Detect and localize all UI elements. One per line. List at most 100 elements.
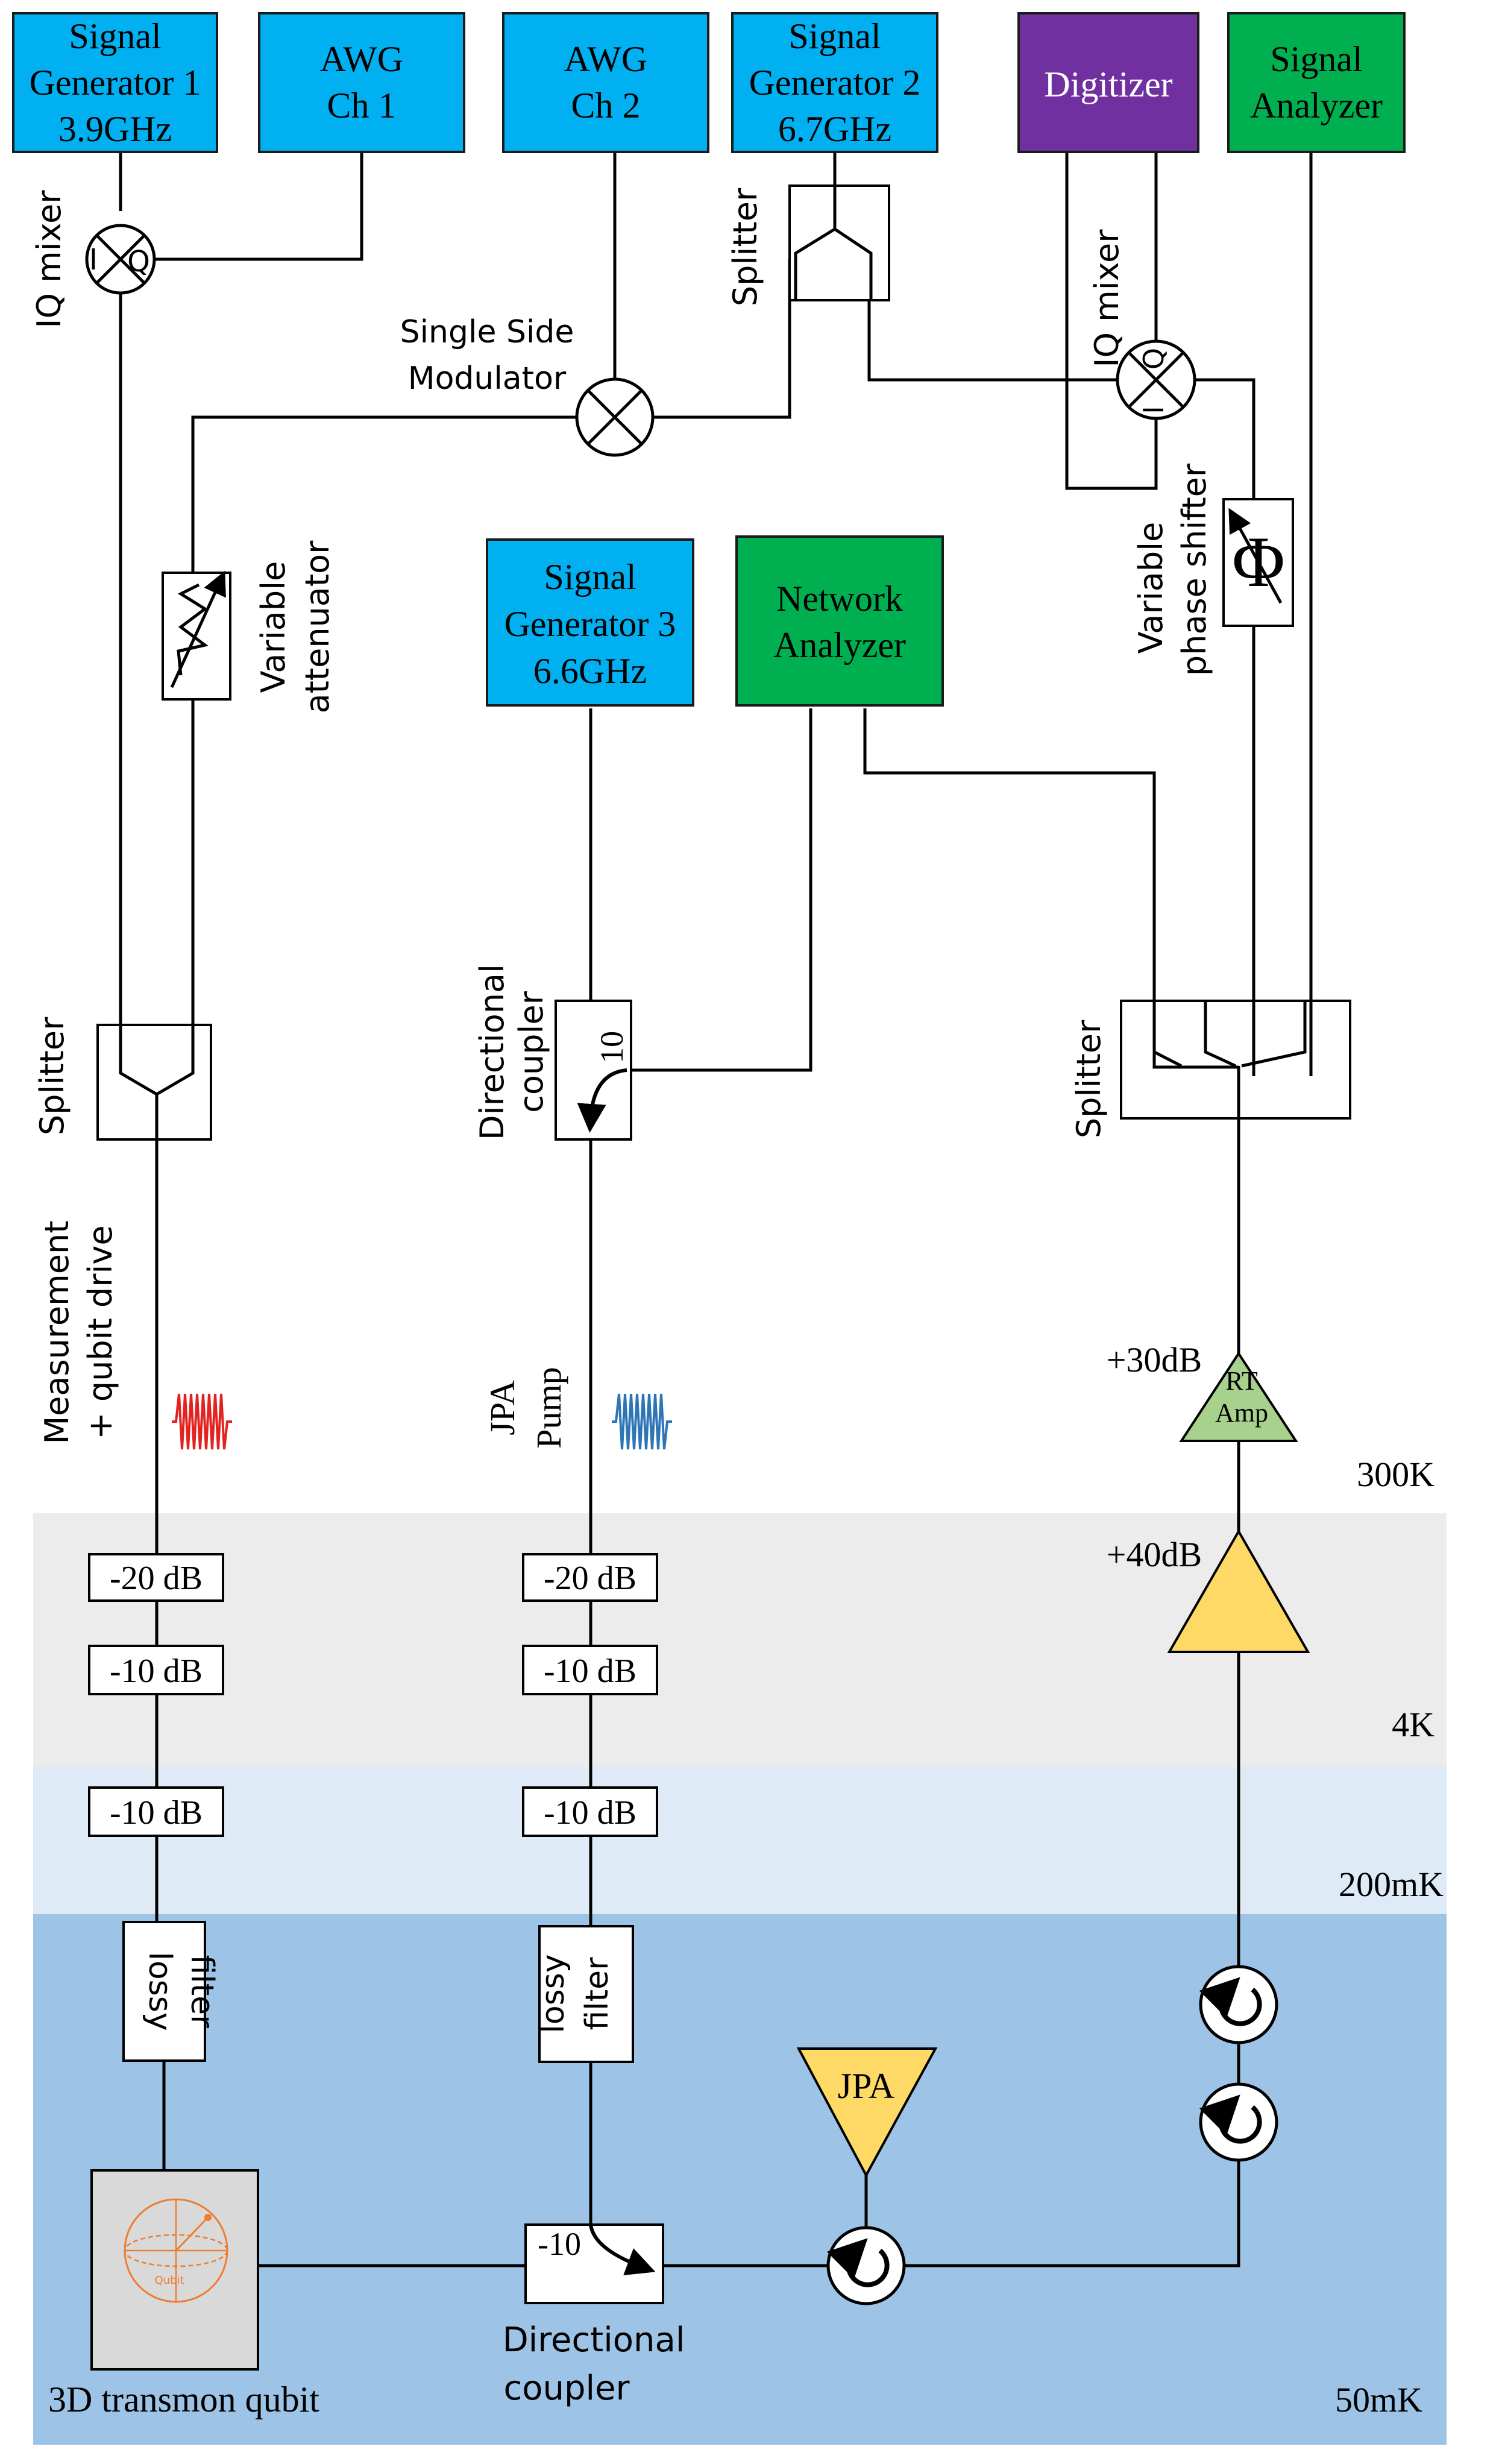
splitter-right: [1120, 1000, 1351, 1120]
svg-text:Signal: Signal: [788, 16, 881, 56]
variable-phase-shifter: Φ: [1222, 498, 1294, 627]
qubit-label: 3D transmon qubit: [48, 2380, 319, 2419]
temp-50mk: 50mK: [1335, 2380, 1422, 2419]
variable-attenuator: [162, 570, 231, 701]
svg-text:Analyzer: Analyzer: [773, 625, 906, 665]
svg-text:filter: filter: [184, 1955, 220, 2029]
network-analyzer: Network Analyzer: [735, 535, 944, 707]
signal-generator-1: Signal Generator 1 3.9GHz: [12, 12, 218, 153]
directional-coupler-top-label-1: Directional: [473, 964, 511, 1140]
circulator-upper-icon: [1199, 1965, 1278, 2044]
ssm-label-line1: Single Side: [400, 314, 574, 350]
variable-attenuator-label-2: attenuator: [298, 540, 336, 713]
svg-text:Ch 1: Ch 1: [327, 86, 396, 125]
awg-ch1: AWG Ch 1: [258, 12, 465, 153]
svg-text:Generator 1: Generator 1: [30, 63, 201, 102]
splitter-right-label: Splitter: [1070, 1019, 1108, 1138]
bloch-sphere-icon: Qubit: [124, 2198, 228, 2303]
pump-pulse-icon: [612, 1393, 672, 1450]
circulator-lower-icon: [1199, 2082, 1278, 2162]
svg-text:AWG: AWG: [564, 39, 648, 79]
temp-300k: 300K: [1357, 1455, 1435, 1494]
temp-4k: 4K: [1392, 1705, 1435, 1744]
svg-text:Amp: Amp: [1215, 1398, 1268, 1428]
directional-coupler-bottom-label-2: coupler: [503, 2369, 630, 2408]
directional-coupler-bottom-label-1: Directional: [503, 2321, 685, 2360]
svg-text:JPA: JPA: [838, 2066, 895, 2106]
meas-drive-label-1: Measurement: [38, 1221, 76, 1445]
svg-text:I: I: [89, 243, 98, 277]
lossy-filter-right: lossy filter: [535, 1925, 634, 2063]
signal-generator-3: Signal Generator 3 6.6GHz: [486, 538, 694, 707]
rt-amplifier: RT Amp: [1179, 1351, 1298, 1442]
phase-shifter-label-1: Variable: [1132, 522, 1170, 654]
attenuator-left-20: -20 dB: [88, 1553, 224, 1602]
attenuator-left-10b: -10 dB: [88, 1786, 224, 1837]
svg-text:-10 dB: -10 dB: [110, 1653, 203, 1690]
drive-pulse-icon: [172, 1393, 232, 1450]
rt-amp-gain: +30dB: [1107, 1340, 1202, 1379]
svg-text:-20 dB: -20 dB: [110, 1560, 203, 1597]
splitter-left: [96, 1024, 212, 1141]
directional-coupler-top-label-2: coupler: [512, 991, 550, 1112]
svg-text:6.7GHz: 6.7GHz: [778, 109, 891, 149]
svg-text:Q: Q: [127, 245, 150, 279]
svg-text:Generator 2: Generator 2: [749, 63, 921, 102]
svg-text:Signal: Signal: [69, 16, 161, 56]
svg-text:Signal: Signal: [1270, 39, 1362, 79]
signal-generator-2: Signal Generator 2 6.7GHz: [731, 12, 938, 153]
iq-mixer-left: I Q: [85, 224, 156, 295]
svg-text:I: I: [1137, 406, 1170, 414]
zone-200mk: [33, 1766, 1447, 1914]
splitter-top: [788, 184, 890, 301]
svg-text:Signal: Signal: [544, 557, 636, 597]
attenuator-right-10b: -10 dB: [522, 1786, 658, 1837]
ssm-label-line2: Modulator: [408, 361, 567, 397]
svg-text:RT: RT: [1225, 1366, 1258, 1396]
svg-text:10: 10: [594, 1031, 630, 1063]
meas-drive-label-2: + qubit drive: [81, 1225, 119, 1439]
variable-attenuator-label-1: Variable: [254, 561, 292, 693]
jpa-pump-label-1: JPA: [483, 1380, 522, 1435]
svg-text:Qubit: Qubit: [154, 2274, 184, 2287]
directional-coupler-bottom: -10: [524, 2223, 664, 2304]
signal-analyzer: Signal Analyzer: [1227, 12, 1406, 153]
jpa-pump-label-2: Pump: [529, 1367, 568, 1448]
awg-ch2: AWG Ch 2: [502, 12, 709, 153]
svg-text:-20 dB: -20 dB: [544, 1560, 636, 1597]
svg-text:6.6GHz: 6.6GHz: [533, 651, 647, 691]
directional-coupler-top: 10: [555, 1000, 632, 1141]
wires: [119, 152, 1313, 2267]
attenuator-right-10a: -10 dB: [522, 1645, 658, 1695]
svg-text:AWG: AWG: [320, 39, 404, 79]
transmon-qubit: Qubit: [90, 2169, 259, 2371]
phase-shifter-label-2: phase shifter: [1175, 463, 1213, 676]
iq-mixer-left-label: IQ mixer: [30, 190, 68, 329]
iq-mixer-right-label: IQ mixer: [1088, 229, 1126, 368]
svg-text:-10 dB: -10 dB: [544, 1653, 636, 1690]
svg-text:filter: filter: [579, 1957, 615, 2031]
svg-text:Q: Q: [1137, 348, 1170, 370]
svg-text:3.9GHz: 3.9GHz: [58, 109, 172, 149]
svg-text:Generator 3: Generator 3: [504, 604, 676, 644]
svg-text:Analyzer: Analyzer: [1250, 86, 1383, 125]
svg-text:lossy: lossy: [142, 1952, 178, 2031]
svg-text:Network: Network: [776, 579, 903, 619]
hemt-gain: +40dB: [1107, 1535, 1202, 1574]
svg-text:-10 dB: -10 dB: [544, 1794, 636, 1832]
svg-text:lossy: lossy: [535, 1954, 571, 2033]
temp-200mk: 200mK: [1339, 1865, 1444, 1904]
single-side-modulator: [575, 377, 655, 457]
circulator-jpa-icon: [826, 2226, 906, 2305]
attenuator-left-10a: -10 dB: [88, 1645, 224, 1695]
iq-mixer-right: I Q: [1116, 339, 1196, 420]
svg-text:-10 dB: -10 dB: [110, 1794, 203, 1832]
svg-text:Ch 2: Ch 2: [571, 86, 640, 125]
svg-text:Digitizer: Digitizer: [1044, 65, 1172, 104]
hemt-amplifier: [1167, 1528, 1310, 1653]
jpa-amplifier: JPA: [796, 2047, 938, 2178]
svg-text:-10: -10: [538, 2226, 581, 2262]
splitter-top-label: Splitter: [726, 187, 764, 306]
attenuator-right-20: -20 dB: [522, 1553, 658, 1602]
